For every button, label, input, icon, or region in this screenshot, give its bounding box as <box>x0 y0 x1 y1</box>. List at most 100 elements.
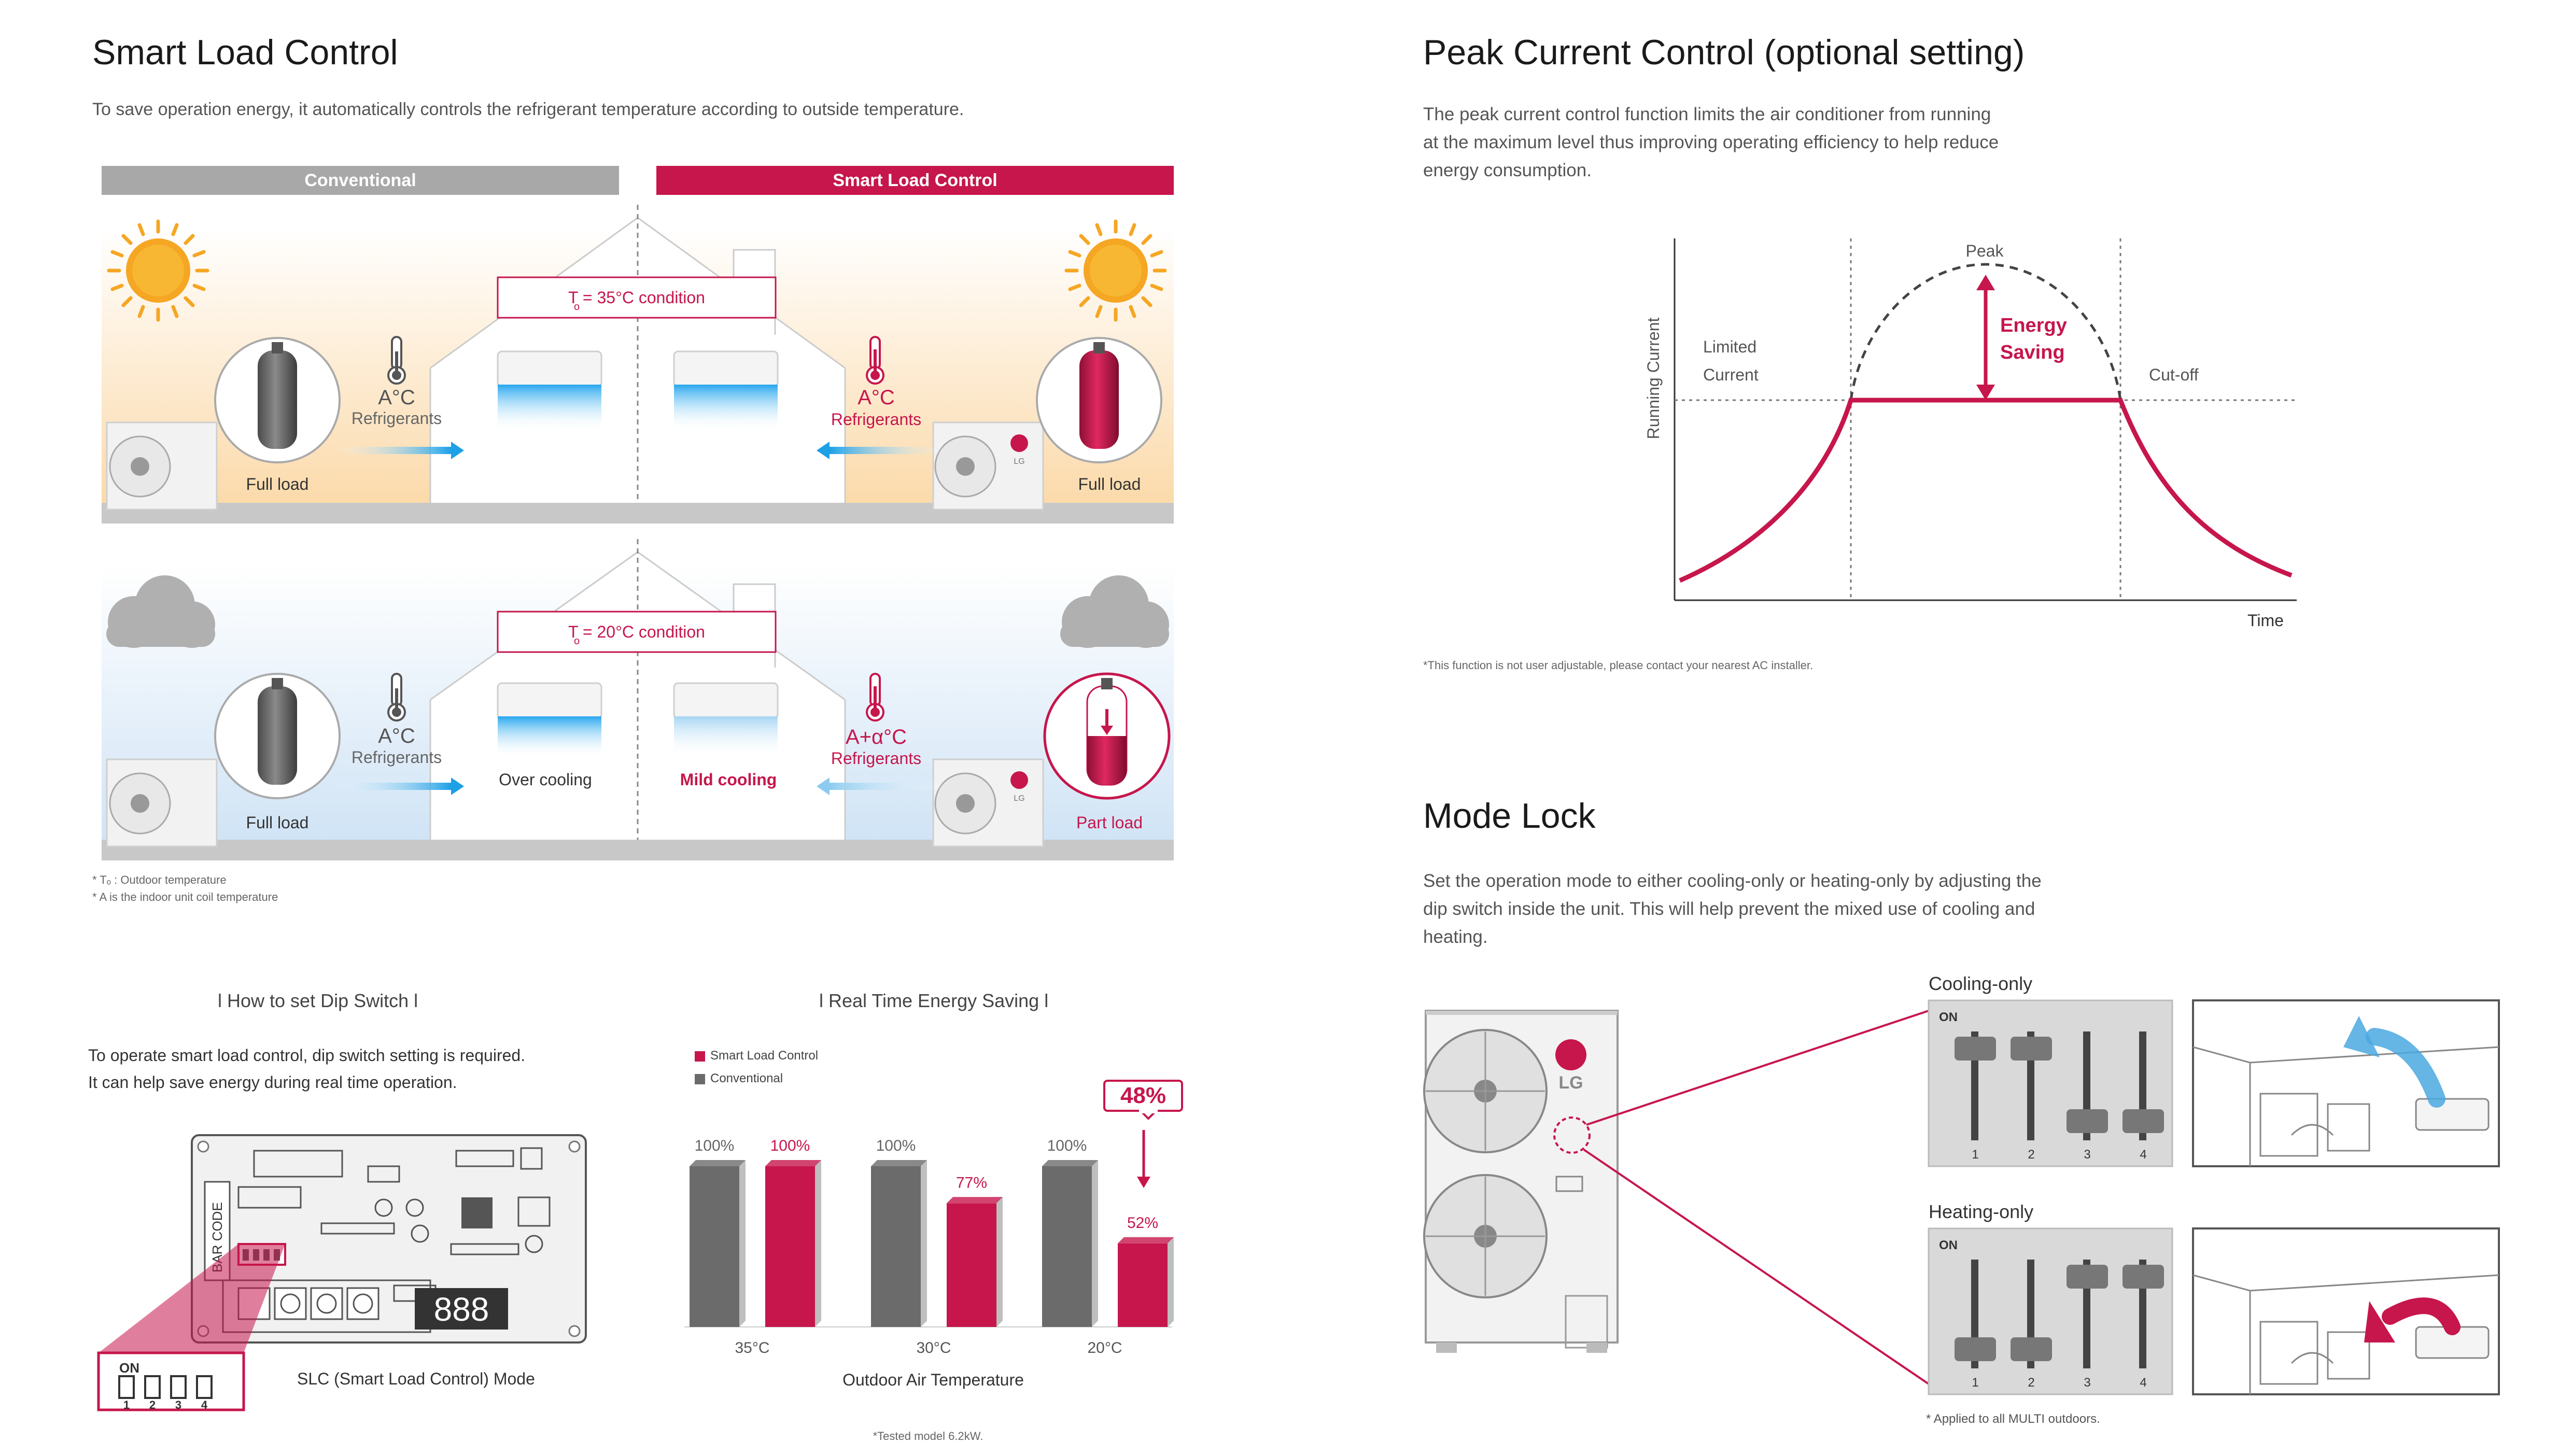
arrow-left-icon <box>817 442 830 459</box>
cooling-room-illustration <box>2192 999 2500 1167</box>
sun-icon <box>107 219 209 322</box>
legend-conv-swatch <box>695 1073 705 1084</box>
temp-left-mild: A°C <box>378 725 415 747</box>
dip-desc-line-1: To operate smart load control, dip switc… <box>88 1046 526 1065</box>
mode-description: Set the operation mode to either cooling… <box>1423 867 2042 951</box>
current-label: Current <box>1703 365 1759 384</box>
slc-description: To save operation energy, it automatical… <box>92 100 964 119</box>
peak-note: *This function is not user adjustable, p… <box>1423 659 1814 672</box>
outdoor-brand-label: LG <box>1014 457 1024 466</box>
x-axis-label: Time <box>2247 611 2284 630</box>
limited-label: Limited <box>1703 337 1756 356</box>
lg-brand-label: LG <box>1558 1073 1583 1093</box>
temp-left-hot: A°C <box>378 386 415 409</box>
scene-hot: T = 35°C condition o <box>102 205 1174 524</box>
heat-num-4: 4 <box>2140 1376 2146 1390</box>
tab-conventional <box>102 166 619 195</box>
cooling-dip-panel <box>1928 999 2173 1167</box>
heating-only-label: Heating-only <box>1929 1201 2033 1222</box>
cloud-icon <box>106 575 215 648</box>
mode-desc-line-2: dip switch inside the unit. This will he… <box>1423 899 2035 919</box>
x-tick-0: 35°C <box>735 1339 769 1356</box>
energy-saving-label-2: Saving <box>2000 342 2065 363</box>
indoor-unit-left-mild <box>497 682 602 719</box>
arrow-up-icon <box>1976 275 1995 290</box>
x-tick-2: 20°C <box>1087 1339 1122 1356</box>
saving-badge-label: 48% <box>1120 1083 1166 1108</box>
scene-mild: T = 20°C condition o Over cooling Mild c… <box>102 539 1174 860</box>
dip-location-marker <box>1553 1116 1591 1154</box>
bar-conventional-1 <box>871 1160 927 1327</box>
cool-num-3: 3 <box>2084 1148 2090 1162</box>
thermometer-icon <box>866 336 884 385</box>
room-right-label: Mild cooling <box>680 770 777 789</box>
heat-num-1: 1 <box>1972 1376 1978 1390</box>
indoor-unit-right-hot <box>673 350 779 388</box>
bar-slc-0 <box>765 1160 821 1327</box>
legend-conv-label: Conventional <box>710 1071 783 1085</box>
peak-description: The peak current control function limits… <box>1423 101 1999 185</box>
cloud-icon <box>1060 575 1169 648</box>
arrow-down-icon <box>1101 726 1113 735</box>
bar-slc-2 <box>1118 1237 1174 1327</box>
thermometer-icon <box>387 673 406 722</box>
cool-num-4: 4 <box>2140 1148 2146 1162</box>
dip-num-2: 2 <box>149 1398 156 1411</box>
load-right-hot: Full load <box>1078 475 1141 493</box>
dip-num-3: 3 <box>175 1398 181 1411</box>
bar-label-conventional-1: 100% <box>876 1137 916 1154</box>
condition-35-label: T = 35°C condition <box>568 288 705 307</box>
dip-heading: l How to set Dip Switch l <box>218 990 418 1011</box>
tab-slc-label: Smart Load Control <box>833 171 997 190</box>
cooling-only-label: Cooling-only <box>1929 973 2032 994</box>
peak-curve <box>1849 263 2122 401</box>
dip-num-4: 4 <box>201 1398 208 1411</box>
condition-35-box <box>497 276 777 319</box>
refrigerant-left-mild: Refrigerants <box>352 748 442 767</box>
load-left-mild: Full load <box>246 813 309 832</box>
peak-desc-line-1: The peak current control function limits… <box>1423 104 1991 124</box>
mode-lock-diagram: LG Cooling-only ON 1 2 3 4 Heating-only … <box>1423 973 2500 1426</box>
bar-label-conventional-2: 100% <box>1047 1137 1087 1154</box>
arrow-right-icon <box>451 442 464 459</box>
bar-conventional-0 <box>690 1160 746 1327</box>
heating-dip-panel <box>1928 1227 2173 1395</box>
thermometer-icon <box>387 336 406 385</box>
cool-num-2: 2 <box>2028 1148 2034 1162</box>
limited-current-curve <box>1679 398 2293 583</box>
indoor-unit-left-hot <box>497 350 602 388</box>
bar-slc-1 <box>947 1197 1003 1327</box>
x-axis-label: Outdoor Air Temperature <box>842 1370 1024 1389</box>
slc-title: Smart Load Control <box>92 33 398 72</box>
bar-conventional-2 <box>1042 1160 1098 1327</box>
bar-label-conventional-0: 100% <box>695 1137 735 1154</box>
peak-title: Peak Current Control (optional setting) <box>1423 33 2025 72</box>
bar-label-slc-0: 100% <box>770 1137 810 1154</box>
temp-right-hot: A°C <box>858 386 895 409</box>
mode-note: * Applied to all MULTI outdoors. <box>1926 1412 2100 1426</box>
seven-segment-display <box>415 1288 508 1330</box>
heating-switches <box>1955 1260 2164 1368</box>
arrow-right-icon <box>451 778 464 795</box>
cooling-switches <box>1955 1031 2164 1140</box>
arrow-left-icon <box>817 778 830 795</box>
energy-legend: Smart Load Control Conventional <box>695 1044 818 1090</box>
dip-on-label: ON <box>119 1360 139 1376</box>
legend-slc-swatch <box>695 1051 705 1062</box>
outdoor-unit-multi: LG <box>1423 1010 1619 1353</box>
energy-footnote: *Tested model 6.2kW. <box>873 1430 983 1443</box>
tab-smart-load-control <box>656 166 1174 195</box>
y-axis-label: Running Current <box>1644 317 1663 439</box>
legend-slc: Smart Load Control <box>695 1044 818 1067</box>
arrow-down-icon <box>1137 1177 1150 1188</box>
peak-desc-line-2: at the maximum level thus improving oper… <box>1423 132 1999 152</box>
temp-right-mild: A+α°C <box>846 726 907 748</box>
energy-heading: l Real Time Energy Saving l <box>819 990 1049 1011</box>
refrigerant-right-mild: Refrigerants <box>831 749 921 768</box>
arrow-down-icon <box>1976 385 1995 400</box>
cool-num-1: 1 <box>1972 1148 1978 1162</box>
refrigerant-right-hot: Refrigerants <box>831 410 921 429</box>
condition-20-subscript: o <box>574 635 580 647</box>
dip-caption: SLC (Smart Load Control) Mode <box>297 1369 535 1388</box>
note-outdoor-temp: * Tₒ : Outdoor temperature <box>92 873 227 886</box>
